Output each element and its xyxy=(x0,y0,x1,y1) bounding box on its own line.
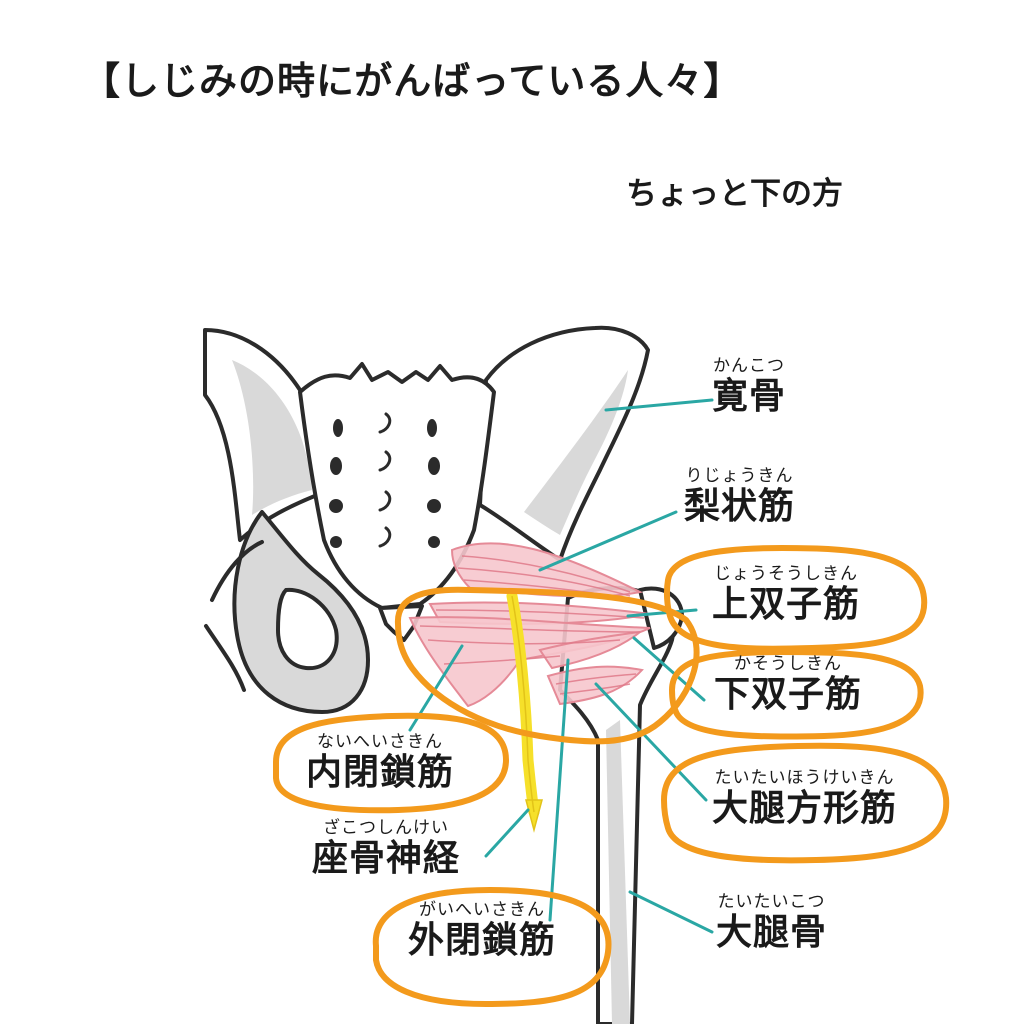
leader-piriformis xyxy=(538,510,678,572)
label-obturator-externus: がいへいさきん 外閉鎖筋 xyxy=(408,902,556,959)
bone-illustration xyxy=(203,325,684,1024)
leader-quadratus-femoris xyxy=(594,682,708,802)
label-inferior-gemellus: かそうしきん 下双子筋 xyxy=(714,656,862,713)
label-piriformis: りじょうきん 梨状筋 xyxy=(684,468,795,525)
obturator-externus-name: 外閉鎖筋 xyxy=(408,920,557,961)
leader-superior-gemellus xyxy=(626,608,698,618)
left-femur-hint xyxy=(204,624,246,692)
highlight-quadratus-femoris xyxy=(660,742,950,864)
inferior-gemellus-ruby: かそうしきん xyxy=(734,654,842,674)
right-ilium-shade xyxy=(524,370,628,535)
highlight-superior-gemellus xyxy=(663,544,928,652)
piriformis-ruby: りじょうきん xyxy=(685,466,794,486)
highlight-obturator-internus xyxy=(273,712,510,814)
highlight-obturator-externus xyxy=(372,886,612,1008)
leader-inferior-gemellus xyxy=(632,636,706,702)
coccyx xyxy=(378,604,424,642)
femur-shaft-shade xyxy=(606,720,630,1024)
left-hip-outer xyxy=(210,540,264,602)
superior-gemellus-ruby: じょうそうしきん xyxy=(714,564,858,584)
sciatic-nerve-ruby: ざこつしんけい xyxy=(323,818,449,838)
left-obturator-foramen xyxy=(276,587,339,671)
femur-ruby: たいたいこつ xyxy=(717,892,826,912)
femur-name: 大腿骨 xyxy=(716,912,828,953)
leader-femur xyxy=(628,890,714,934)
ilium-ruby: かんこつ xyxy=(713,356,785,376)
leader-lines xyxy=(408,398,714,934)
sacrum xyxy=(298,362,496,610)
sciatic-nerve-name: 座骨神経 xyxy=(312,838,461,879)
sciatic-nerve xyxy=(506,590,543,833)
highlight-circles xyxy=(273,544,950,1008)
quadratus-femoris-name: 大腿方形筋 xyxy=(712,788,898,829)
inferior-gemellus-name: 下双子筋 xyxy=(714,674,863,715)
ilium-name: 寛骨 xyxy=(712,376,787,417)
highlight-inferior-gemellus xyxy=(668,648,924,740)
right-ilium-wing xyxy=(478,325,650,562)
sacral-foramina xyxy=(329,419,441,548)
leader-obturator-externus xyxy=(548,658,570,922)
label-femur: たいたいこつ 大腿骨 xyxy=(716,894,827,951)
muscle-group xyxy=(408,542,651,708)
piriformis-name: 梨状筋 xyxy=(684,486,796,527)
label-obturator-internus: ないへいさきん 内閉鎖筋 xyxy=(306,734,454,791)
superior-gemellus-name: 上双子筋 xyxy=(712,584,861,625)
label-ilium: かんこつ 寛骨 xyxy=(712,358,786,415)
highlight-muscle-region xyxy=(394,586,700,745)
obturator-internus-name: 内閉鎖筋 xyxy=(306,752,455,793)
left-ilium-shade xyxy=(232,360,312,515)
label-sciatic-nerve: ざこつしんけい 座骨神経 xyxy=(312,820,460,877)
quadratus-femoris-ruby: たいたいほうけいきん xyxy=(714,768,895,788)
obturator-internus-ruby: ないへいさきん xyxy=(317,732,443,752)
sacral-midline xyxy=(378,412,392,548)
obturator-externus-ruby: がいへいさきん xyxy=(419,900,545,920)
leader-ilium xyxy=(604,398,714,412)
label-superior-gemellus: じょうそうしきん 上双子筋 xyxy=(712,566,860,623)
leader-sciatic-nerve xyxy=(484,808,530,858)
page-title: 【しじみの時にがんばっている人々】 xyxy=(82,59,743,103)
label-quadratus-femoris: たいたいほうけいきん 大腿方形筋 xyxy=(712,770,897,827)
page-subtitle: ちょっと下の方 xyxy=(626,176,843,212)
